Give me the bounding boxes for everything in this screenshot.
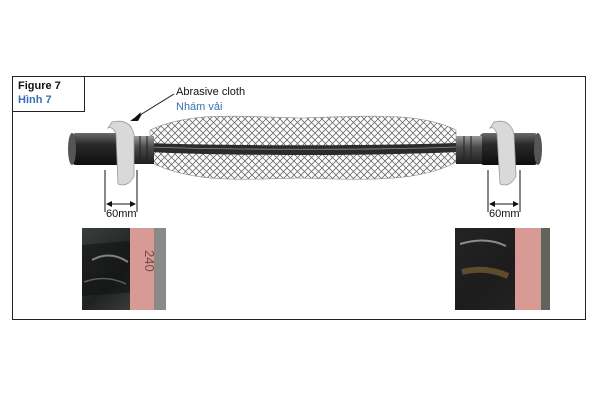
abrasive-cloth-label-en: Abrasive cloth <box>176 86 246 98</box>
figure-label-en: Figure 7 <box>18 80 61 92</box>
left-photo-marking: 240 <box>142 250 157 272</box>
left-dimension-label: 60mm <box>106 208 137 220</box>
abrasive-cloth-label-vi: Nhám vải <box>176 101 223 113</box>
right-abrasive-cloth <box>488 120 517 186</box>
left-photo: 240 <box>82 228 166 310</box>
right-dimension-label: 60mm <box>489 208 520 220</box>
left-cable-end <box>72 133 130 165</box>
figure-label-vi: Hình 7 <box>18 94 52 106</box>
right-ferrule <box>456 136 482 164</box>
right-photo-cloth <box>515 228 541 310</box>
left-abrasive-cloth <box>106 120 135 186</box>
right-photo <box>455 228 550 310</box>
left-photo-cloth <box>130 228 154 310</box>
figure-label-box: Figure 7 Hình 7 <box>12 76 85 112</box>
